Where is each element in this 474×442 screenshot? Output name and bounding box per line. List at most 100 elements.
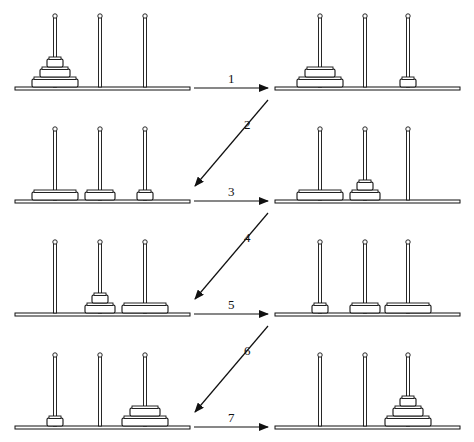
disk <box>350 305 380 313</box>
peg <box>99 17 102 87</box>
step-number: 1 <box>228 72 235 85</box>
hanoi-state <box>15 353 190 429</box>
step-arrow <box>195 213 268 299</box>
disk-lip <box>139 190 151 193</box>
disk <box>85 305 115 313</box>
step-number: 5 <box>228 298 235 311</box>
disk-lip <box>352 303 378 306</box>
disk <box>385 305 431 313</box>
disk-lip <box>387 303 429 306</box>
peg-knob <box>143 127 147 131</box>
disk-lip <box>87 190 113 193</box>
step-number: 2 <box>244 118 251 131</box>
disk-lip <box>132 406 158 409</box>
peg <box>54 130 57 200</box>
peg <box>364 356 367 426</box>
step-arrow <box>194 313 268 314</box>
disk <box>85 192 115 200</box>
disk <box>47 59 63 67</box>
hanoi-state <box>15 14 190 90</box>
step-number: 4 <box>244 231 251 244</box>
hanoi-state <box>15 240 190 316</box>
peg-knob <box>363 127 367 131</box>
disk <box>92 295 108 303</box>
peg-knob <box>406 14 410 18</box>
peg-knob <box>53 240 57 244</box>
disk <box>400 398 416 406</box>
hanoi-state <box>275 127 460 203</box>
disk <box>32 79 78 87</box>
peg-knob <box>98 353 102 357</box>
disk <box>400 79 416 87</box>
disk-lip <box>49 416 61 419</box>
step-number: 7 <box>228 411 235 424</box>
disk <box>47 418 63 426</box>
peg-knob <box>143 353 147 357</box>
peg <box>407 243 410 313</box>
peg <box>407 130 410 200</box>
peg <box>99 356 102 426</box>
disk <box>297 192 343 200</box>
step-arrow <box>195 326 268 412</box>
disk <box>312 305 328 313</box>
peg-knob <box>98 240 102 244</box>
peg <box>144 17 147 87</box>
peg-knob <box>143 14 147 18</box>
disk <box>393 408 423 416</box>
peg-knob <box>318 14 322 18</box>
peg-knob <box>318 353 322 357</box>
peg <box>319 356 322 426</box>
peg-knob <box>318 240 322 244</box>
peg-knob <box>98 127 102 131</box>
peg <box>364 243 367 313</box>
disk <box>137 192 153 200</box>
step-arrows <box>194 88 268 427</box>
peg-knob <box>53 14 57 18</box>
disk <box>130 408 160 416</box>
disk <box>305 69 335 77</box>
peg <box>144 130 147 200</box>
disk-lip <box>314 303 326 306</box>
peg <box>99 130 102 200</box>
peg <box>319 130 322 200</box>
disk <box>297 79 343 87</box>
disk-lip <box>124 303 166 306</box>
peg-knob <box>53 353 57 357</box>
disk <box>357 182 373 190</box>
peg-knob <box>98 14 102 18</box>
step-arrow <box>195 100 268 186</box>
disk <box>122 418 168 426</box>
step-arrow <box>194 87 268 88</box>
disk-lip <box>307 67 333 70</box>
disk <box>122 305 168 313</box>
peg <box>54 243 57 313</box>
peg <box>144 243 147 313</box>
disk-lip <box>34 190 76 193</box>
hanoi-state <box>275 353 460 429</box>
peg-knob <box>363 14 367 18</box>
peg <box>319 243 322 313</box>
base-board <box>275 426 460 429</box>
peg <box>407 17 410 87</box>
hanoi-state <box>275 14 460 90</box>
disk <box>40 69 70 77</box>
disk-lip <box>49 57 61 60</box>
disk-lip <box>299 190 341 193</box>
disk-lip <box>94 293 106 296</box>
peg-knob <box>318 127 322 131</box>
step-number: 6 <box>244 344 251 357</box>
disk <box>32 192 78 200</box>
hanoi-state <box>275 240 460 316</box>
disk <box>385 418 431 426</box>
peg-knob <box>53 127 57 131</box>
disk-lip <box>359 180 371 183</box>
step-arrow <box>194 200 268 201</box>
disk <box>350 192 380 200</box>
peg <box>364 17 367 87</box>
peg-knob <box>363 353 367 357</box>
peg-knob <box>406 240 410 244</box>
disk-lip <box>402 77 414 80</box>
peg-knob <box>363 240 367 244</box>
